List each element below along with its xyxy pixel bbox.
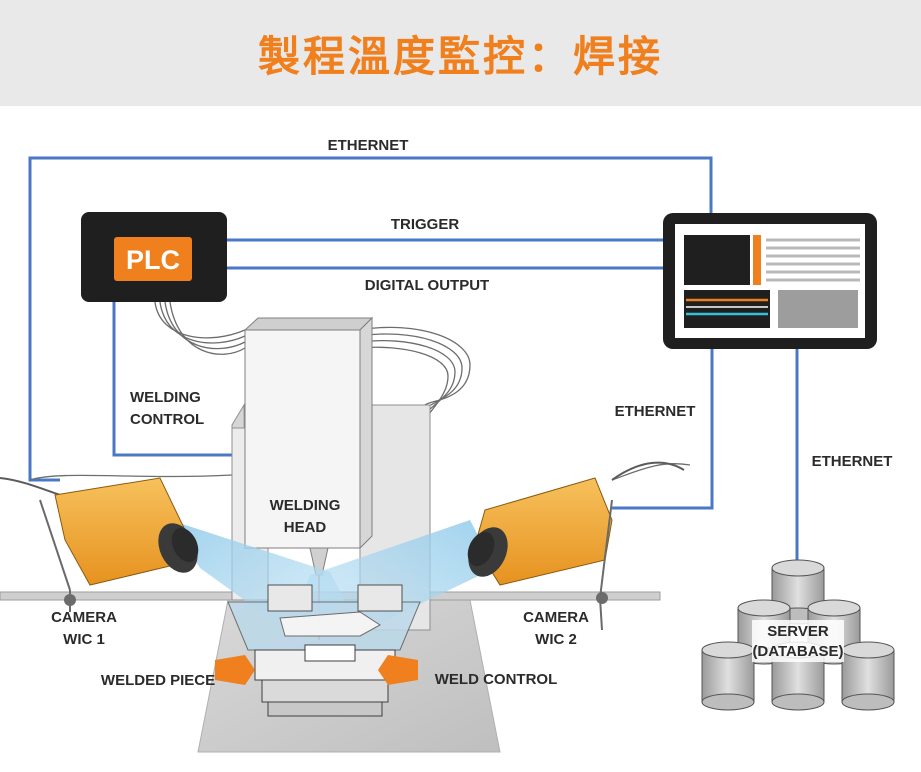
- db-cylinder: [841, 641, 895, 711]
- ethernet-link-top: [28, 156, 713, 482]
- label-camera2-line2: WIC 2: [535, 631, 577, 648]
- page-title: 製程溫度監控：焊接: [257, 31, 663, 81]
- label-welding-control-line1: WELDING: [130, 389, 201, 406]
- label-server-line1: SERVER: [767, 623, 829, 640]
- weld-fixture: [227, 584, 421, 717]
- label-ethernet-top: ETHERNET: [328, 137, 409, 154]
- label-trigger: TRIGGER: [391, 216, 460, 233]
- hmi-tablet: [663, 213, 877, 349]
- welded-piece-arrow: [215, 655, 255, 685]
- control-cable-bundle: [29, 301, 691, 481]
- label-welding-head-line1: WELDING: [270, 497, 341, 514]
- label-digital-output: DIGITAL OUTPUT: [365, 277, 489, 294]
- label-camera1-line1: CAMERA: [51, 609, 117, 626]
- label-welded-piece: WELDED PIECE: [101, 672, 215, 689]
- plc-label: PLC: [126, 245, 180, 275]
- label-camera1-line2: WIC 1: [63, 631, 105, 648]
- camera-wic-1: [0, 477, 199, 612]
- label-camera2-line1: CAMERA: [523, 609, 589, 626]
- ethernet-link-mid: [612, 348, 714, 510]
- plc-unit: PLC: [81, 212, 227, 302]
- label-welding-head-line2: HEAD: [284, 519, 327, 536]
- weld-control-arrow: [378, 655, 418, 685]
- label-weld-control: WELD CONTROL: [435, 671, 557, 688]
- label-ethernet-right: ETHERNET: [812, 453, 893, 470]
- label-server-line2: (DATABASE): [752, 643, 843, 660]
- welding-control-wire: [112, 302, 232, 457]
- label-welding-control-line2: CONTROL: [130, 411, 204, 428]
- header-bar: 製程溫度監控：焊接: [0, 0, 921, 106]
- camera-wic-2: [467, 461, 685, 631]
- db-cylinder: [701, 641, 755, 711]
- label-ethernet-mid: ETHERNET: [615, 403, 696, 420]
- server-database: [701, 559, 895, 711]
